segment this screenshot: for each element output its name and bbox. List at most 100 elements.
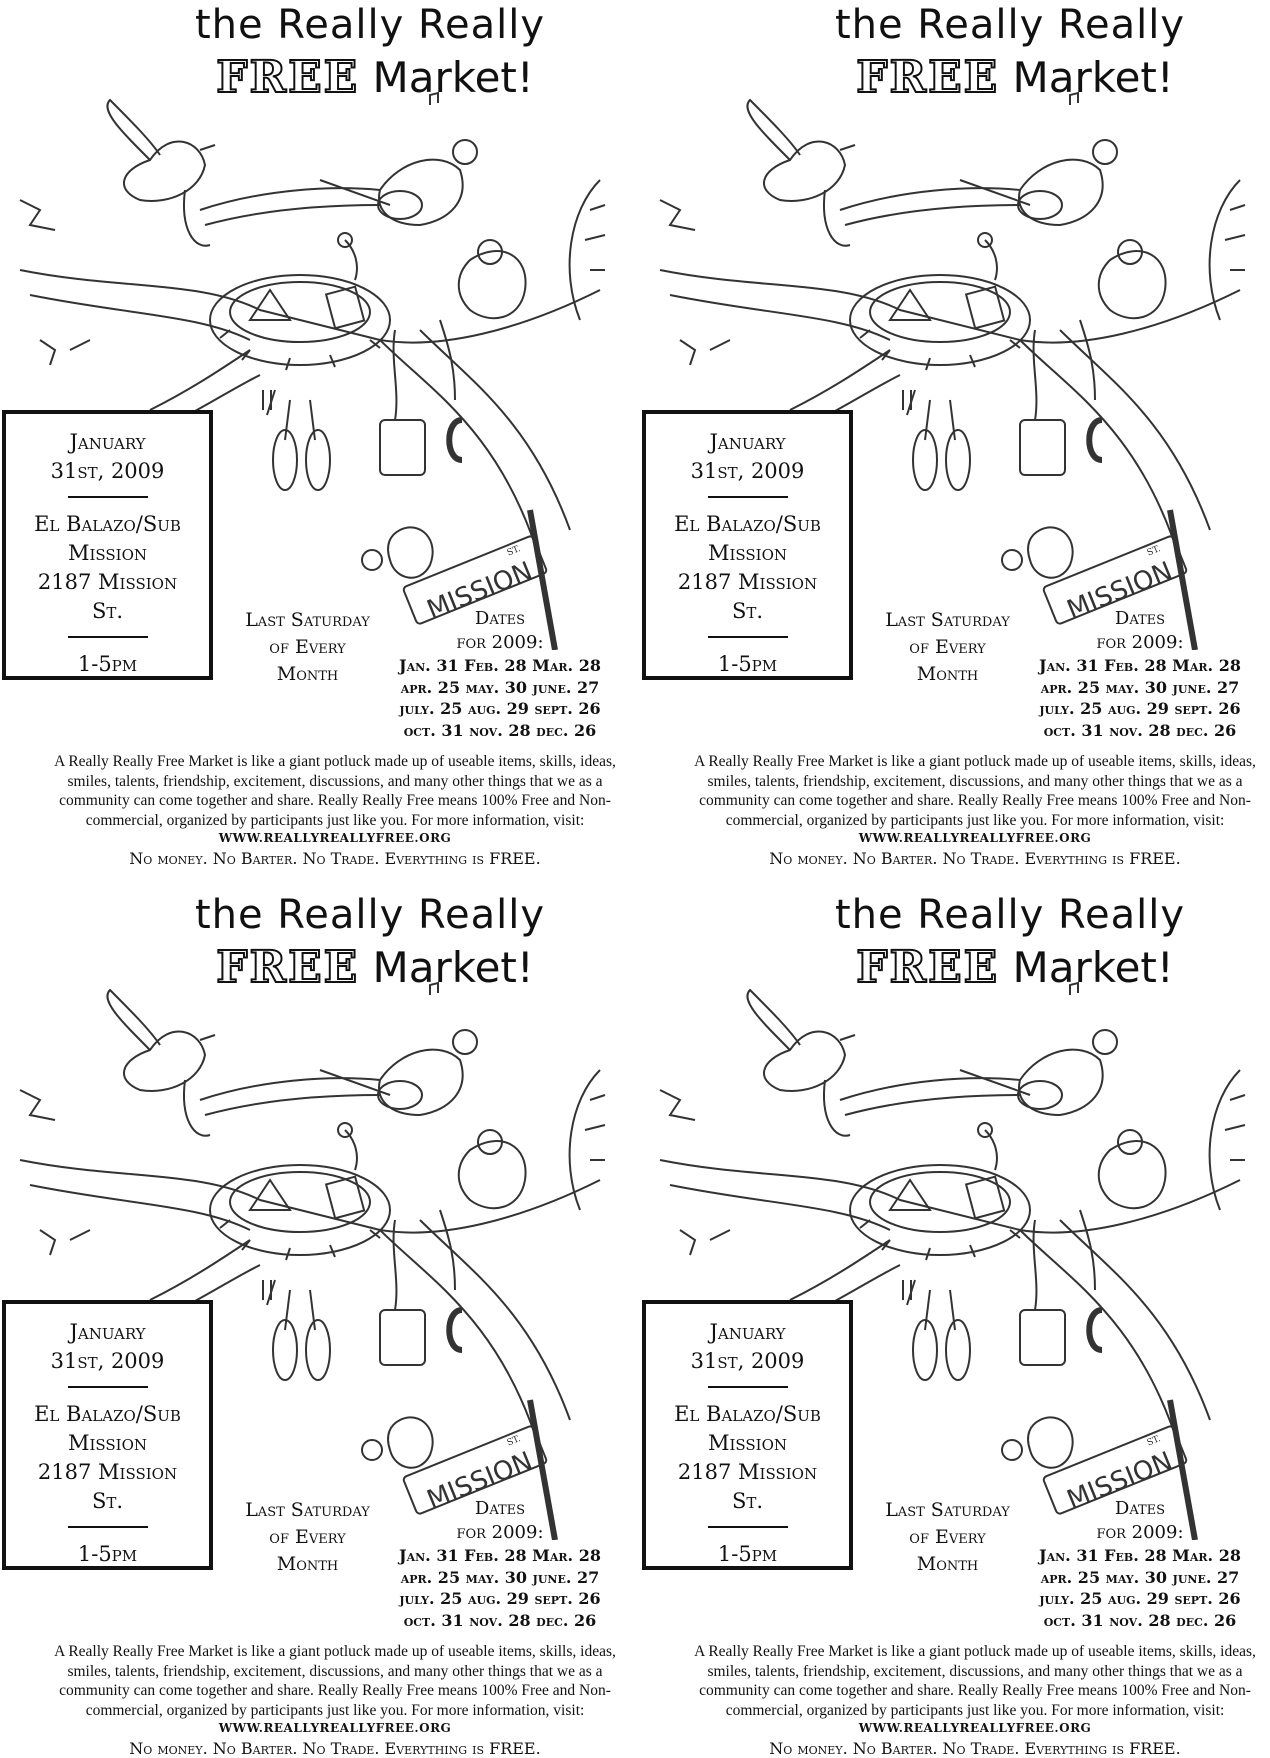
tree-nest-illustration: MISSION ST. (19, 981, 606, 1540)
title-line-1: the Really Really (834, 2, 1186, 48)
guitar-bird-icon (959, 139, 1118, 227)
tree-nest-illustration: MISSION ST. (659, 91, 1246, 650)
schedule-note-line: Last Saturday (885, 1499, 1010, 1521)
event-date-day: 31st, 2009 (50, 459, 165, 483)
divider (707, 636, 788, 638)
description: A Really Really Free Market is like a gi… (54, 753, 616, 829)
shoes-icon (272, 1289, 331, 1381)
toaster-icon (1019, 1219, 1066, 1366)
flyer: the Really Really FREE Market! MISSIO (0, 890, 635, 1758)
toaster-icon (1019, 329, 1066, 476)
sign-bird-icon (1001, 1416, 1074, 1469)
website-link[interactable]: WWW.REALLYREALLYFREE.ORG (218, 831, 452, 845)
dates-row: apr. 25 may. 30 june. 27 (400, 1567, 600, 1587)
venue-line-2: Mission (67, 541, 148, 565)
venue-line-1: El Balazo/Sub (34, 1402, 181, 1426)
schedule-note-line: Month (276, 663, 339, 685)
shoes-icon (272, 399, 331, 491)
dates-list: Dates for 2009: Jan. 31 Feb. 28 Mar. 28 … (1020, 607, 1260, 741)
dates-heading: for 2009: (1096, 1522, 1184, 1543)
sign-suffix: ST. (1146, 544, 1163, 558)
title-market: Market! (1012, 53, 1174, 102)
dates-row: july. 25 aug. 29 sept. 26 (399, 699, 601, 718)
title-line-1: the Really Really (834, 892, 1186, 938)
schedule-note-line: Last Saturday (245, 1499, 370, 1521)
title-market: Market! (372, 53, 534, 102)
dates-row: july. 25 aug. 29 sept. 26 (399, 1589, 601, 1608)
dates-heading: Dates (1114, 1498, 1166, 1519)
venue-line-2: Mission (67, 1431, 148, 1455)
tree-nest-illustration: MISSION ST. (659, 981, 1246, 1540)
title-market: Market! (372, 943, 534, 992)
event-date-month: January (69, 1320, 146, 1344)
dates-row: Jan. 31 Feb. 28 Mar. 28 (1039, 1546, 1241, 1565)
flyer: the Really Really FREE Market! MISSIO (640, 0, 1270, 868)
tagline: No money. No Barter. No Trade. Everythin… (129, 1739, 541, 1758)
dates-row: apr. 25 may. 30 june. 27 (1040, 1567, 1240, 1587)
dates-row: oct. 31 nov. 28 dec. 26 (403, 1610, 597, 1630)
website-link[interactable]: WWW.REALLYREALLYFREE.ORG (218, 1721, 452, 1735)
event-date-day: 31st, 2009 (690, 459, 805, 483)
title-line-2: FREE Market! (175, 51, 575, 104)
flying-bird-icon (746, 98, 856, 247)
guitar-bird-icon (959, 1029, 1118, 1117)
schedule-note-line: of Every (909, 636, 986, 658)
divider (67, 1386, 148, 1388)
sign-bird-icon (1001, 526, 1074, 579)
website-link[interactable]: WWW.REALLYREALLYFREE.ORG (858, 1721, 1092, 1735)
title-line-1: the Really Really (194, 892, 546, 938)
event-date-month: January (69, 430, 146, 454)
flying-bird-icon (746, 988, 856, 1137)
phone-icon (1079, 319, 1103, 463)
website-link[interactable]: WWW.REALLYREALLYFREE.ORG (858, 831, 1092, 845)
bird-right-icon (1097, 1129, 1167, 1210)
description: A Really Really Free Market is like a gi… (694, 753, 1256, 829)
event-details-box: January 31st, 2009 El Balazo/Sub Mission… (2, 410, 213, 680)
event-time: 1-5pm (77, 1542, 138, 1566)
title-free: FREE (215, 51, 360, 104)
dates-row: Jan. 31 Feb. 28 Mar. 28 (399, 1546, 601, 1565)
address-line-1: 2187 Mission (677, 1460, 818, 1484)
schedule-note: Last Saturday of Every Month (855, 1497, 1040, 1578)
title-free: FREE (855, 51, 1000, 104)
flying-bird-icon (106, 988, 216, 1137)
description: A Really Really Free Market is like a gi… (54, 1643, 616, 1719)
title-line-1: the Really Really (194, 2, 546, 48)
title-free: FREE (215, 941, 360, 994)
title-line-2: FREE Market! (175, 941, 575, 994)
schedule-note-line: of Every (269, 636, 346, 658)
title-free: FREE (855, 941, 1000, 994)
phone-icon (1079, 1209, 1103, 1353)
dates-row: july. 25 aug. 29 sept. 26 (1039, 699, 1241, 718)
venue-line-1: El Balazo/Sub (674, 512, 821, 536)
dates-heading: for 2009: (456, 1522, 544, 1543)
dates-list: Dates for 2009: Jan. 31 Feb. 28 Mar. 28 … (1020, 1497, 1260, 1631)
event-time: 1-5pm (717, 652, 778, 676)
toaster-icon (379, 329, 426, 476)
schedule-note-line: Last Saturday (245, 609, 370, 631)
dates-row: july. 25 aug. 29 sept. 26 (1039, 1589, 1241, 1608)
event-date-month: January (709, 1320, 786, 1344)
event-details-box: January 31st, 2009 El Balazo/Sub Mission… (642, 1300, 853, 1570)
dates-list: Dates for 2009: Jan. 31 Feb. 28 Mar. 28 … (380, 607, 620, 741)
guitar-bird-icon (319, 1029, 478, 1117)
shoes-icon (912, 1289, 971, 1381)
shoes-icon (912, 399, 971, 491)
address-line-1: 2187 Mission (677, 570, 818, 594)
dates-row: Jan. 31 Feb. 28 Mar. 28 (399, 656, 601, 675)
tagline: No money. No Barter. No Trade. Everythin… (129, 849, 541, 868)
venue-line-1: El Balazo/Sub (674, 1402, 821, 1426)
sign-bird-icon (361, 1416, 434, 1469)
flyer: the Really Really FREE Market! MISSIO (640, 890, 1270, 1758)
guitar-bird-icon (319, 139, 478, 227)
venue-line-2: Mission (707, 541, 788, 565)
phone-icon (439, 319, 463, 463)
flying-bird-icon (106, 98, 216, 247)
bird-right-icon (1097, 239, 1167, 320)
schedule-note-line: Month (916, 1553, 979, 1575)
event-date-day: 31st, 2009 (690, 1349, 805, 1373)
dates-row: apr. 25 may. 30 june. 27 (400, 677, 600, 697)
dates-heading: for 2009: (456, 632, 544, 653)
dates-heading: Dates (1114, 608, 1166, 629)
address-line-1: 2187 Mission (37, 1460, 178, 1484)
